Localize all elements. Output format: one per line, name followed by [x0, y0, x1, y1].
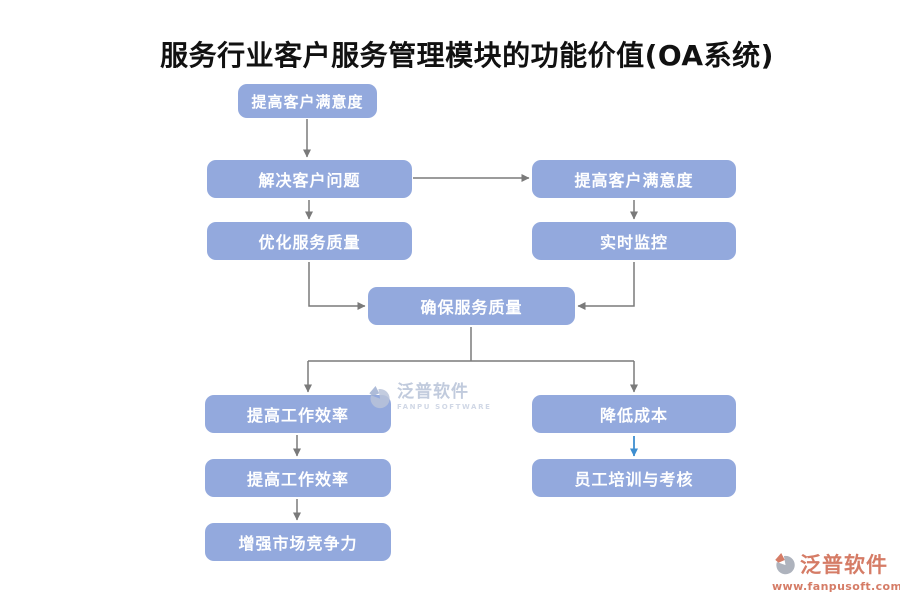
- node-ensure-service-quality: 确保服务质量: [368, 287, 575, 325]
- page-title: 服务行业客户服务管理模块的功能价值(OA系统): [160, 39, 774, 72]
- arrow-optimize-to-ensure: [308, 262, 366, 310]
- node-improve-work-efficiency: 提高工作效率: [205, 395, 391, 433]
- node-reduce-cost: 降低成本: [532, 395, 736, 433]
- node-realtime-monitoring: 实时监控: [532, 222, 736, 260]
- node-improve-customer-satisfaction: 提高客户满意度: [532, 160, 736, 198]
- footer-brand: 泛普软件 www.fanpusoft.com: [772, 549, 900, 593]
- node-solve-customer-issues: 解决客户问题: [207, 160, 412, 198]
- node-improve-work-efficiency-2: 提高工作效率: [205, 459, 391, 497]
- footer-brand-name: 泛普软件: [800, 553, 888, 577]
- arrow-monitor-to-ensure: [577, 262, 635, 310]
- fanpu-swoosh-icon: [775, 552, 795, 575]
- node-improve-customer-satisfaction-top: 提高客户满意度: [238, 84, 377, 118]
- node-optimize-service-quality: 优化服务质量: [207, 222, 412, 260]
- node-staff-training-assessment: 员工培训与考核: [532, 459, 736, 497]
- footer-brand-url: www.fanpusoft.com: [772, 580, 900, 593]
- node-enhance-market-competitiveness: 增强市场竞争力: [205, 523, 391, 561]
